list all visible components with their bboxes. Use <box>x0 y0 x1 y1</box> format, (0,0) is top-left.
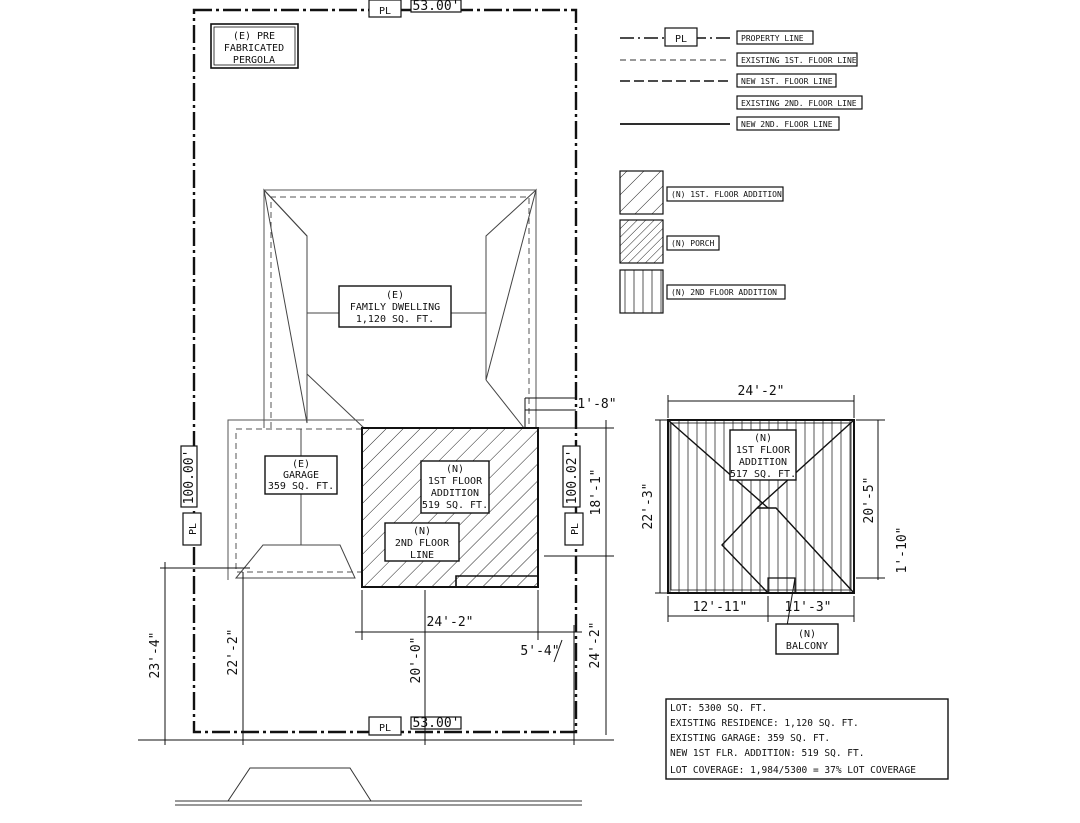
dim-right-setback: 24'-2" <box>588 622 603 669</box>
legend-label-existing-2nd: EXISTING 2ND. FLOOR LINE <box>741 99 857 108</box>
note-existing-residence: EXISTING RESIDENCE: 1,120 SQ. FT. <box>670 718 859 729</box>
pergola: (E) PRE FABRICATED PERGOLA <box>210 23 299 69</box>
new-1st-floor-addition: (N) 1ST FLOOR ADDITION 519 SQ. FT. (N) 2… <box>361 427 539 588</box>
addition-label-2: 1ST FLOOR <box>428 476 483 487</box>
note-new-addition: NEW 1ST FLR. ADDITION: 519 SQ. FT. <box>670 748 864 759</box>
pergola-label-2: FABRICATED <box>224 43 284 54</box>
dim-left-setback: 23'-4" <box>148 632 163 679</box>
legend-new-1st-floor-line: NEW 1ST. FLOOR LINE <box>620 73 837 88</box>
legend-property-line: PL PROPERTY LINE <box>620 27 814 47</box>
garage-label-2: GARAGE <box>283 470 319 481</box>
dim-offset-top-right: 1'-8" <box>577 397 616 412</box>
right-length: 100.02' <box>565 450 580 505</box>
dim-addition-width: 24'-2" <box>427 615 474 630</box>
site-plan: PL 53.00' (E) PRE FABRICATED PERGOLA (E)… <box>138 0 617 806</box>
upper-dim-right: 20'-5" <box>862 477 877 524</box>
addition-label-4: 519 SQ. FT. <box>422 500 488 511</box>
legend-hatch-1st-addition: (N) 1ST. FLOOR ADDITION <box>619 170 784 215</box>
legend-label-2nd-addition: (N) 2ND FLOOR ADDITION <box>671 288 777 297</box>
upper-label-3: ADDITION <box>739 457 787 468</box>
pl-tag: PL <box>675 34 687 45</box>
legend-existing-1st-floor-line: EXISTING 1ST. FLOOR LINE <box>620 52 858 67</box>
legend-label-property-line: PROPERTY LINE <box>741 34 804 43</box>
second-floor-line-label-3: LINE <box>410 550 434 561</box>
rear-length: 53.00' <box>413 0 460 14</box>
dim-side-setback: 5'-4" <box>520 644 559 659</box>
upper-dim-left: 22'-3" <box>641 483 656 530</box>
existing-garage: (E) GARAGE 359 SQ. FT. <box>227 419 364 580</box>
dim-addition-setback: 20'-0" <box>409 637 424 684</box>
pergola-label-1: (E) PRE <box>233 31 275 42</box>
existing-dwelling: (E) FAMILY DWELLING 1,120 SQ. FT. <box>263 188 537 429</box>
addition-label-1: (N) <box>446 464 464 475</box>
pl-tag-left: PL <box>188 523 199 535</box>
second-floor-plan: (N) 1ST FLOOR ADDITION 517 SQ. FT. 24'-2… <box>641 384 910 655</box>
pl-tag-bottom: PL <box>379 723 391 734</box>
legend-new-2nd-floor-line: NEW 2ND. FLOOR LINE <box>620 116 840 131</box>
upper-dim-right-small: 1'-10" <box>895 527 910 574</box>
legend-label-porch: (N) PORCH <box>671 239 715 248</box>
addition-label-3: ADDITION <box>431 488 479 499</box>
upper-dim-bottom-left: 12'-11" <box>693 600 748 615</box>
legend-hatch-2nd-addition: (N) 2ND FLOOR ADDITION <box>619 269 786 314</box>
garage-label-3: 359 SQ. FT. <box>268 481 334 492</box>
legend-label-1st-addition: (N) 1ST. FLOOR ADDITION <box>671 190 782 199</box>
legend-label-new-2nd: NEW 2ND. FLOOR LINE <box>741 120 833 129</box>
upper-dimensions <box>655 395 885 633</box>
upper-dim-bottom-right: 11'-3" <box>785 600 832 615</box>
balcony-label-1: (N) <box>798 629 816 640</box>
driveway-apron <box>175 767 582 806</box>
balcony-label-2: BALCONY <box>786 641 828 652</box>
upper-label-2: 1ST FLOOR <box>736 445 791 456</box>
pl-tag-right: PL <box>570 523 581 535</box>
pergola-label-3: PERGOLA <box>233 55 275 66</box>
second-floor-line-label-2: 2ND FLOOR <box>395 538 450 549</box>
dwelling-label-2: FAMILY DWELLING <box>350 302 440 313</box>
legend-label-new-1st: NEW 1ST. FLOOR LINE <box>741 77 833 86</box>
lot-coverage-notes: LOT: 5300 SQ. FT. EXISTING RESIDENCE: 1,… <box>665 698 949 780</box>
second-floor-line-label-1: (N) <box>413 526 431 537</box>
legend-hatch-porch: (N) PORCH <box>619 219 720 264</box>
note-existing-garage: EXISTING GARAGE: 359 SQ. FT. <box>670 733 830 744</box>
property-line <box>192 8 578 734</box>
upper-label-1: (N) <box>754 433 772 444</box>
site-dimensions <box>138 397 614 745</box>
upper-dim-top: 24'-2" <box>738 384 785 399</box>
dwelling-label-3: 1,120 SQ. FT. <box>356 314 434 325</box>
left-length: 100.00' <box>182 450 197 505</box>
note-lot-coverage: LOT COVERAGE: 1,984/5300 = 37% LOT COVER… <box>670 765 916 776</box>
legend-existing-2nd-floor-line: EXISTING 2ND. FLOOR LINE <box>736 95 863 110</box>
dim-garage-setback: 22'-2" <box>226 629 241 676</box>
dwelling-label-1: (E) <box>386 290 404 301</box>
legend: PL PROPERTY LINE EXISTING 1ST. FLOOR LIN… <box>619 27 863 314</box>
dim-addition-depth: 18'-1" <box>589 469 604 516</box>
upper-label-4: 517 SQ. FT. <box>730 469 796 480</box>
garage-label-1: (E) <box>292 459 310 470</box>
pl-tag-top: PL <box>379 6 391 17</box>
legend-label-existing-1st: EXISTING 1ST. FLOOR LINE <box>741 56 857 65</box>
note-lot: LOT: 5300 SQ. FT. <box>670 703 767 714</box>
front-length: 53.00' <box>413 716 460 731</box>
